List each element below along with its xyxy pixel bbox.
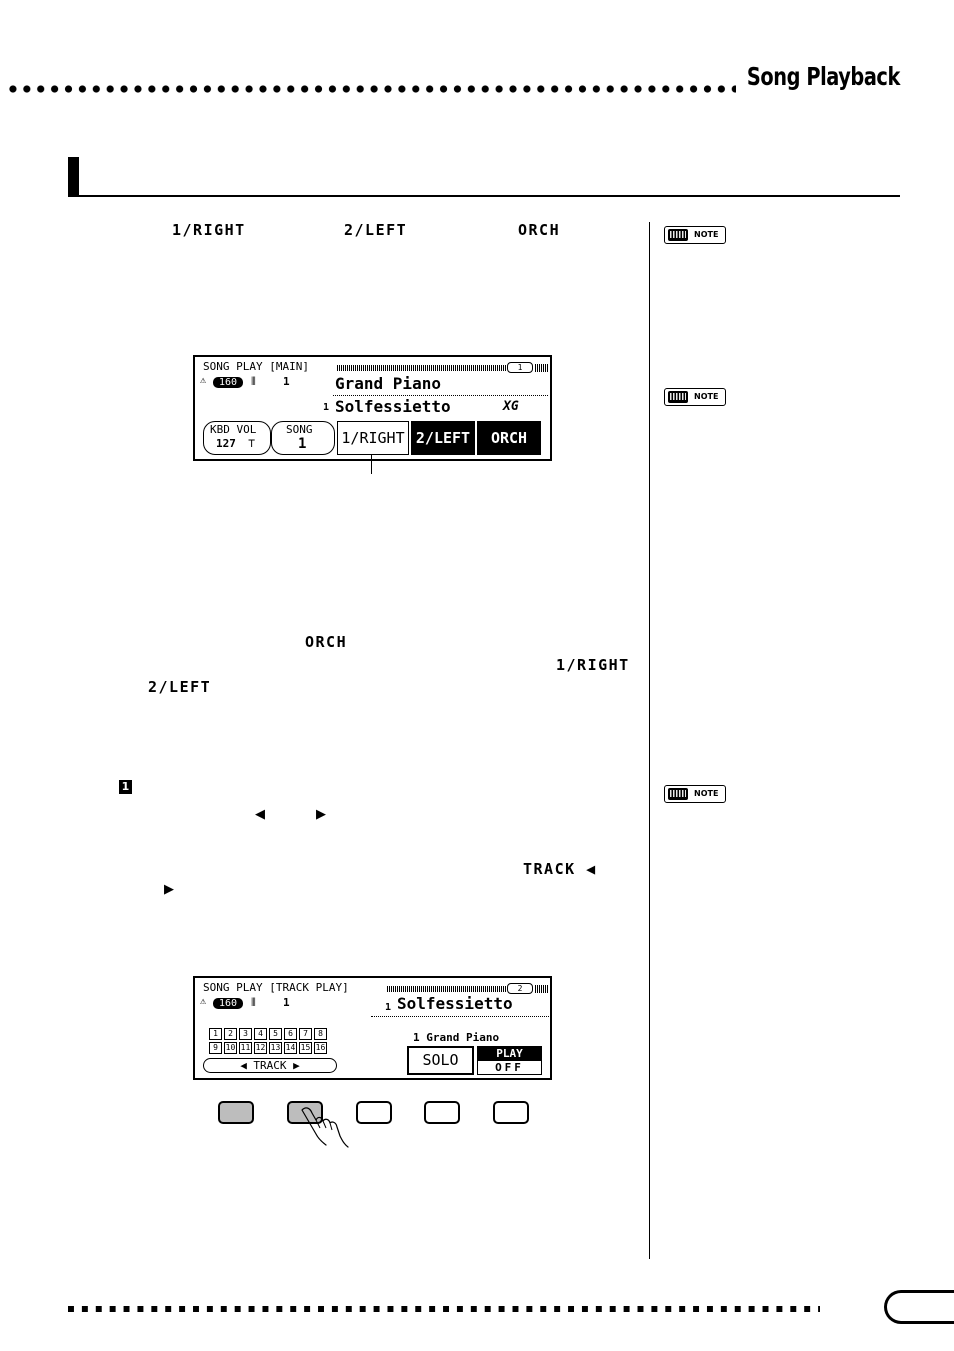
voice-name: Grand Piano [335, 374, 441, 393]
note-badge: NOTE [664, 226, 726, 244]
panel-button-4[interactable] [424, 1101, 460, 1124]
xg-logo: XG [503, 399, 519, 414]
song-number: 1 [385, 1002, 392, 1013]
solo-button[interactable]: SOLO [407, 1046, 474, 1075]
keyword-2-left: 2/LEFT [344, 221, 408, 239]
track-indicator: 9 [209, 1042, 222, 1054]
note-label: NOTE [694, 392, 719, 401]
song-name: Solfessietto [335, 397, 451, 416]
note-icon [668, 788, 688, 800]
song-number: 1 [323, 402, 330, 413]
lcd-title: SONG PLAY [TRACK PLAY] [203, 981, 349, 994]
keyword-orch: ORCH [305, 633, 348, 651]
song-knob[interactable]: SONG 1 [271, 421, 335, 455]
panel-button-2[interactable] [287, 1101, 323, 1124]
keyword-orch: ORCH [518, 221, 561, 239]
kbd-vol-knob[interactable]: KBD VOL 127 ⊤ [203, 421, 271, 455]
lcd-title: SONG PLAY [MAIN] [203, 360, 309, 373]
slider-icon: ⊤ [248, 436, 256, 450]
track-indicator: 12 [254, 1042, 267, 1054]
panel-button-3[interactable] [356, 1101, 392, 1124]
note-label: NOTE [694, 230, 719, 239]
track-indicator: 7 [299, 1028, 312, 1040]
part-1-right-button[interactable]: 1/RIGHT [337, 421, 409, 455]
lcd-title-bar [337, 365, 507, 371]
track-indicator: 6 [284, 1028, 297, 1040]
track-indicator: 5 [269, 1028, 282, 1040]
note-badge: NOTE [664, 388, 726, 406]
callout-line [371, 455, 372, 474]
track-select-button[interactable]: ◀ TRACK ▶ [203, 1058, 337, 1073]
panel-button-5[interactable] [493, 1101, 529, 1124]
keyword-track: TRACK ◀ [523, 860, 597, 878]
note-icon [668, 391, 688, 403]
lcd-track-play-display: SONG PLAY [TRACK PLAY] 2 ⚠ 160 ⦀ 1 1 Sol… [193, 976, 552, 1080]
measure-icon: ⦀ [251, 375, 256, 388]
page-indicator: 2 [507, 983, 533, 994]
right-arrow-icon: ▶ [164, 882, 174, 897]
measure-value: 1 [283, 996, 290, 1009]
panel-button-1[interactable] [218, 1101, 254, 1124]
track-indicator: 14 [284, 1042, 297, 1054]
track-indicator: 10 [224, 1042, 237, 1054]
right-arrow-icon: ▶ [316, 807, 326, 822]
track-voice: 1 Grand Piano [413, 1031, 500, 1044]
part-orch-button[interactable]: ORCH [477, 421, 541, 455]
section-title: Song Playback [747, 62, 900, 91]
track-indicator: 4 [254, 1028, 267, 1040]
measure-value: 1 [283, 375, 290, 388]
pressing-hand-icon [301, 1107, 349, 1148]
track-indicator: 15 [299, 1042, 312, 1054]
lcd-main-display: SONG PLAY [MAIN] 1 ⚠ 160 ⦀ 1 Grand Piano… [193, 355, 552, 461]
tempo-value: 160 [213, 377, 243, 388]
page-indicator: 1 [507, 362, 533, 373]
play-off-button[interactable]: PLAY OFF [477, 1046, 542, 1075]
note-label: NOTE [694, 789, 719, 798]
lcd-title-bar [387, 986, 507, 992]
keyword-1-right: 1/RIGHT [556, 656, 630, 674]
track-indicator: 11 [239, 1042, 252, 1054]
play-label: PLAY [478, 1047, 541, 1061]
track-indicator: 16 [314, 1042, 327, 1054]
track-indicator: 3 [239, 1028, 252, 1040]
page-bar [535, 985, 549, 993]
heading-bar [68, 157, 79, 196]
metronome-icon: ⚠ [200, 996, 207, 1007]
song-value: 1 [298, 436, 307, 452]
column-divider [649, 222, 650, 1259]
kbd-vol-value: 127 [216, 437, 236, 450]
keyword-1-right: 1/RIGHT [172, 221, 246, 239]
page-bar [535, 364, 549, 372]
note-icon [668, 229, 688, 241]
song-label: SONG [286, 423, 313, 436]
step-number: 1 [119, 780, 132, 794]
note-badge: NOTE [664, 785, 726, 803]
dotted-divider [333, 395, 548, 396]
dotted-divider [371, 1016, 549, 1017]
header-dot-leader [6, 84, 736, 94]
song-name: Solfessietto [397, 994, 513, 1013]
measure-icon: ⦀ [251, 996, 256, 1009]
track-indicator: 1 [209, 1028, 222, 1040]
part-2-left-button[interactable]: 2/LEFT [411, 421, 475, 455]
track-indicator: 8 [314, 1028, 327, 1040]
left-arrow-icon: ◀ [255, 807, 265, 822]
track-indicator: 2 [224, 1028, 237, 1040]
track-indicator: 13 [269, 1042, 282, 1054]
heading-rule [68, 195, 900, 197]
metronome-icon: ⚠ [200, 375, 207, 386]
off-label: OFF [495, 1061, 524, 1074]
footer-dot-leader [68, 1306, 820, 1312]
tempo-value: 160 [213, 998, 243, 1009]
kbd-vol-label: KBD VOL [210, 423, 257, 436]
page-number-tab [884, 1290, 954, 1324]
keyword-2-left: 2/LEFT [148, 678, 212, 696]
